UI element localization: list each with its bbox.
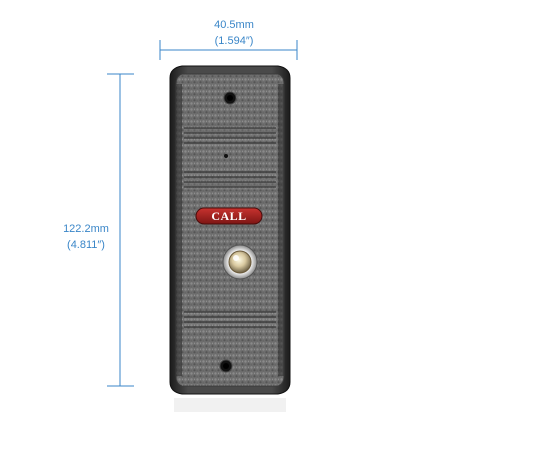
width-mm-label: 40.5mm [214, 19, 254, 31]
textured-face [175, 73, 285, 387]
height-dimension [107, 73, 134, 387]
width-inch-label: (1.594″) [214, 35, 254, 47]
speaker-grille-top [184, 127, 276, 144]
speaker-grille-middle [184, 171, 276, 188]
microphone-hole [224, 154, 228, 158]
height-mm-label: 122.2mm [63, 223, 109, 235]
camera-lens [228, 250, 252, 274]
width-dimension [159, 40, 298, 60]
call-button-label: CALL [211, 209, 247, 223]
doorbell-panel [160, 60, 300, 420]
doorbell-illustration [169, 65, 291, 412]
height-inch-label: (4.811″) [67, 239, 105, 251]
speaker-grille-bottom [184, 311, 276, 328]
call-plate [195, 207, 263, 225]
